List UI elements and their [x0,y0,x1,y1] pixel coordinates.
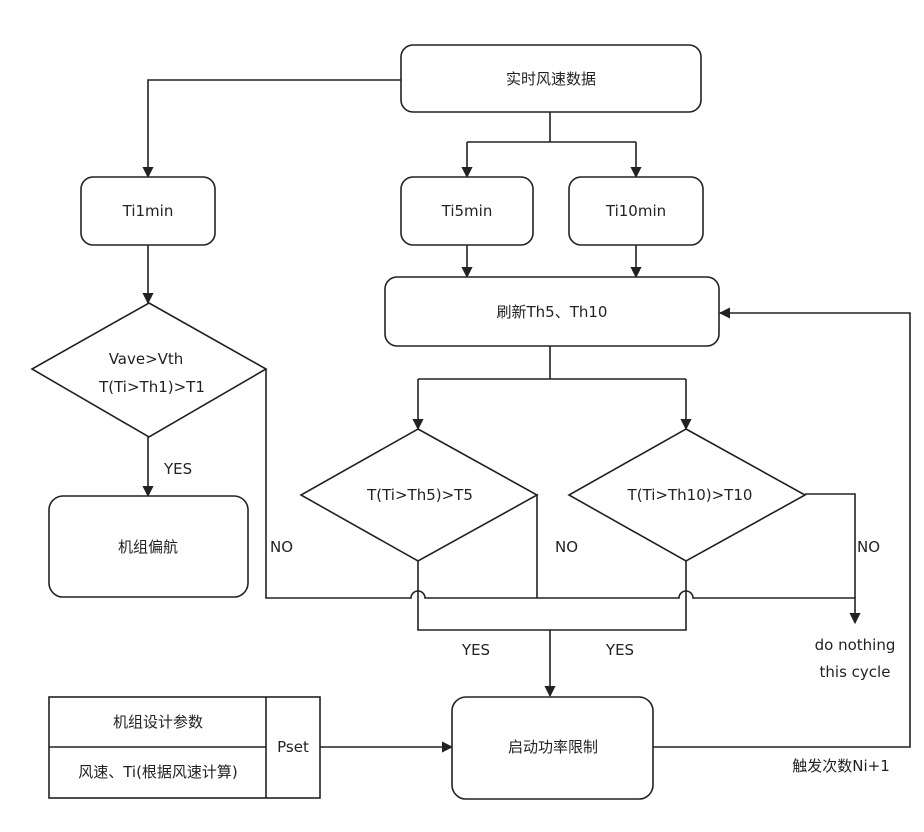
edge-yes-merge [418,561,686,630]
edge-cond10-no [805,494,855,598]
edge-label-no-cond1: NO [270,538,293,556]
node-cond1-label-2: T(Ti>Th1)>T1 [98,378,205,396]
edge-refresh-split [418,346,686,379]
do-nothing-label-2: this cycle [820,663,891,681]
pset-label: Pset [277,738,309,756]
edge-label-no-cond10: NO [857,538,880,556]
node-cond1-label-1: Vave>Vth [109,350,184,368]
node-ti10-label: Ti10min [605,202,666,220]
edge-label-yes-cond10: YES [605,641,634,659]
node-cond1-diamond [32,303,266,437]
node-ti5-label: Ti5min [441,202,493,220]
node-yaw-label: 机组偏航 [118,538,178,556]
node-limit-label: 启动功率限制 [508,738,598,756]
edge-label-count: 触发次数Ni+1 [792,757,890,775]
node-refresh-label: 刷新Th5、Th10 [497,303,608,321]
do-nothing-label-1: do nothing [815,636,896,654]
node-ti1-label: Ti1min [122,202,174,220]
node-cond5-label: T(Ti>Th5)>T5 [366,486,473,504]
edge-label-yes-cond1: YES [163,460,192,478]
edge-realtime-ti1 [148,80,401,177]
edge-realtime-split [467,112,636,142]
node-cond10-label: T(Ti>Th10)>T10 [627,486,753,504]
node-realtime-label: 实时风速数据 [506,70,596,88]
design-table-body: 风速、Ti(根据风速计算) [78,763,238,781]
edge-label-yes-cond5: YES [461,641,490,659]
design-table-title: 机组设计参数 [113,713,203,731]
edge-label-no-cond5: NO [555,538,578,556]
